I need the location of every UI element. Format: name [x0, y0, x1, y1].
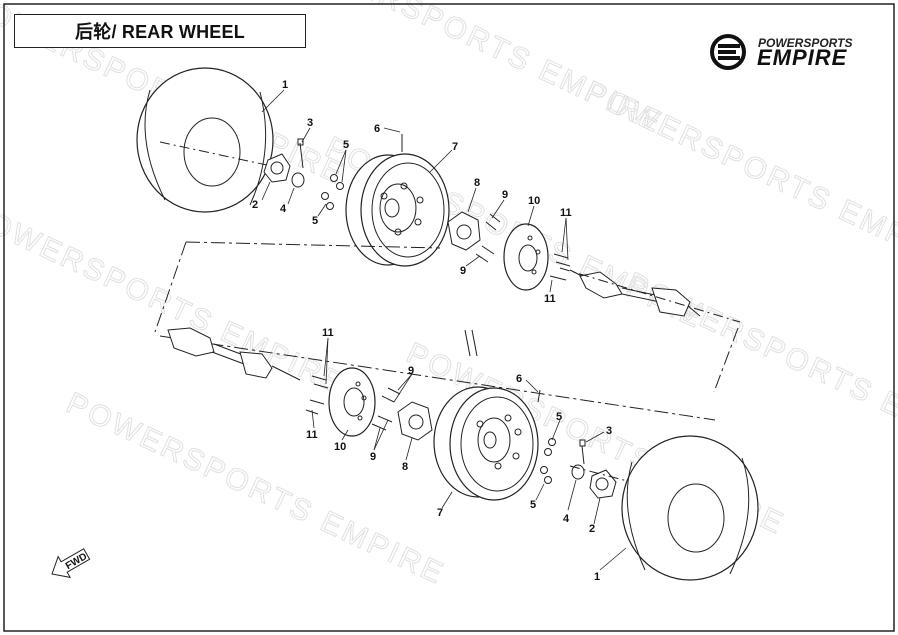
break-marks [464, 329, 478, 357]
forward-arrow-icon: FWD [51, 548, 91, 579]
brake-disc-lower [328, 367, 376, 437]
lower-assembly [167, 327, 759, 581]
hub-adapter-upper [447, 211, 481, 251]
bolts-upper-5 [321, 174, 344, 210]
brake-disc-upper [503, 223, 549, 291]
rim-lower [433, 386, 541, 501]
upper-assembly [136, 67, 741, 323]
logo-top-text: POWERSPORTS [758, 36, 853, 50]
callout-8: 8 [474, 177, 480, 189]
logo-main-text: EMPIRE [757, 45, 848, 70]
callout-9: 9 [370, 451, 376, 463]
callout-11: 11 [306, 429, 318, 441]
callout-7: 7 [452, 141, 458, 153]
tire-lower [621, 435, 759, 581]
callout-5: 5 [556, 411, 562, 423]
callout-11: 11 [544, 293, 556, 305]
callout-6: 6 [374, 123, 380, 135]
callout-11: 11 [560, 207, 572, 219]
callout-7: 7 [437, 507, 443, 519]
brand-logo: POWERSPORTS EMPIRE [708, 32, 873, 74]
hub-upper [263, 138, 305, 188]
callout-4: 4 [563, 513, 570, 525]
callout-10: 10 [528, 195, 540, 207]
leader-lines [261, 89, 627, 571]
watermark-text: POWERSPORTS EMPIRE [0, 197, 350, 402]
bolts-upper-9-11 [475, 213, 571, 281]
callout-11: 11 [322, 327, 334, 339]
rim-upper [345, 134, 450, 267]
hub-adapter-lower [397, 401, 433, 441]
watermark-text: POWERSPORTS EMPIRE [61, 387, 450, 592]
callout-6: 6 [516, 373, 522, 385]
watermark-layer: POWERSPORTS EMPIRE POWERSPORTS EMPIRE PO… [0, 0, 898, 592]
tire-upper [136, 67, 291, 213]
axle-lower [167, 327, 301, 381]
callout-9: 9 [460, 265, 466, 277]
callout-3: 3 [307, 117, 313, 129]
callout-1: 1 [594, 571, 600, 583]
callout-5: 5 [530, 499, 536, 511]
axle-upper [559, 267, 741, 323]
empire-emblem-icon [710, 34, 746, 70]
axle-centerline [154, 241, 739, 421]
callout-10: 10 [334, 441, 346, 453]
callout-2: 2 [252, 199, 258, 211]
bolts-lower-5 [540, 438, 556, 484]
watermark-text: POWERSPORTS EMPIRE [580, 75, 898, 280]
callout-8: 8 [402, 461, 408, 473]
callout-9: 9 [408, 365, 414, 377]
callout-1: 1 [282, 79, 288, 91]
callout-2: 2 [589, 523, 595, 535]
fwd-label: FWD [64, 551, 89, 572]
drawing-border [3, 3, 895, 632]
callout-5: 5 [343, 139, 349, 151]
callout-9: 9 [502, 189, 508, 201]
callout-3: 3 [606, 425, 612, 437]
callouts: 1 3 2 4 5 5 6 7 8 9 9 10 11 11 11 11 10 … [252, 79, 612, 583]
callout-5: 5 [312, 215, 318, 227]
callout-4: 4 [280, 203, 287, 215]
title-box: 后轮/ REAR WHEEL [14, 14, 306, 48]
page-title: 后轮/ REAR WHEEL [75, 22, 245, 42]
